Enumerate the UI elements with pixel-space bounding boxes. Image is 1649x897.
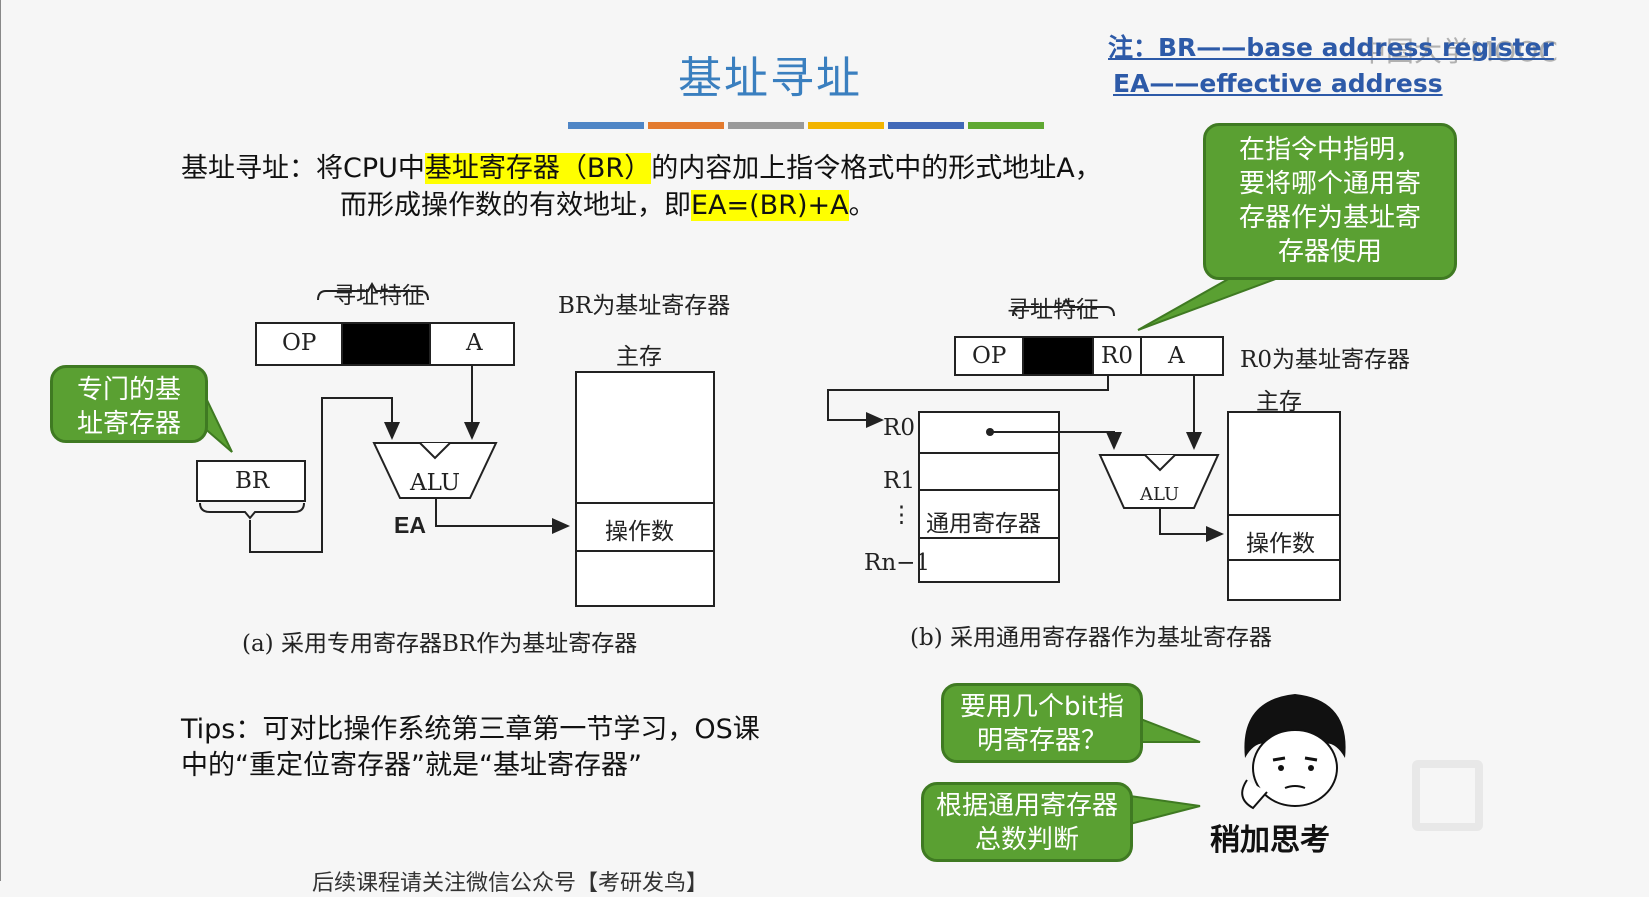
definition-highlight-br: 基址寄存器（BR） bbox=[424, 153, 652, 184]
register-dots: ⋮ bbox=[890, 502, 913, 528]
faint-watermark-square bbox=[1412, 760, 1483, 831]
definition-text: 的内容加上指令格式中的形式地址A， bbox=[651, 153, 1102, 184]
accent-bar bbox=[888, 122, 964, 129]
addr-feature-label-a: 寻址特征 bbox=[333, 283, 425, 309]
r0-note-b: R0为基址寄存器 bbox=[1240, 347, 1410, 373]
op-field-b: OP bbox=[972, 343, 1007, 369]
r0-field-b: R0 bbox=[1101, 343, 1133, 369]
register-rn-1: Rn−1 bbox=[864, 550, 931, 576]
definition-text: 。 bbox=[848, 190, 876, 221]
accent-bar bbox=[808, 122, 884, 129]
note-br: 注：BR——base address register bbox=[1108, 33, 1554, 62]
main-memory-label-b: 主存 bbox=[1256, 389, 1302, 415]
page-title: 基址寻址 bbox=[678, 53, 862, 104]
a-field-a: A bbox=[466, 330, 483, 356]
tips-text: Tips：可对比操作系统第三章第一节学习，OS课中的“重定位寄存器”就是“基址寄… bbox=[181, 714, 760, 781]
addr-feature-label-b: 寻址特征 bbox=[1007, 297, 1099, 323]
bubble-by-register-count: 根据通用寄存器总数判断 bbox=[921, 782, 1133, 862]
accent-bar bbox=[568, 122, 644, 129]
definition-highlight-formula: EA=(BR)+A bbox=[691, 190, 849, 221]
definition-line-1: 基址寻址：将CPU中基址寄存器（BR）的内容加上指令格式中的形式地址A， bbox=[181, 146, 1102, 185]
abbreviation-note: 注：BR——base address register EA——effectiv… bbox=[1108, 30, 1554, 102]
accent-bar bbox=[968, 122, 1044, 129]
bubble-how-many-bits: 要用几个bit指明寄存器？ bbox=[941, 683, 1143, 763]
main-memory-label-a: 主存 bbox=[616, 344, 662, 370]
mooc-watermark: 中国大学MOOC bbox=[1358, 35, 1558, 68]
register-r0: R0 bbox=[883, 415, 915, 441]
operand-cell-a: 操作数 bbox=[605, 519, 674, 545]
note-ea: EA——effective address bbox=[1113, 69, 1443, 98]
a-field-b: A bbox=[1168, 343, 1185, 369]
accent-bar bbox=[728, 122, 804, 129]
caption-a: (a) 采用专用寄存器BR作为基址寄存器 bbox=[242, 631, 638, 657]
br-register: BR bbox=[235, 468, 270, 494]
footer-cutoff-text: 后续课程请关注微信公众号【考研发鸟】 bbox=[312, 871, 709, 896]
bubble-specify-register: 在指令中指明，要将哪个通用寄存器作为基址寄存器使用 bbox=[1203, 123, 1457, 280]
thinking-face-avatar bbox=[1241, 694, 1346, 810]
definition-text: 基址寻址：将CPU中 bbox=[181, 153, 425, 184]
alu-label-b: ALU bbox=[1140, 484, 1180, 505]
definition-text: 而形成操作数的有效地址，即 bbox=[340, 190, 691, 221]
operand-cell-b: 操作数 bbox=[1246, 531, 1315, 557]
ea-label: EA bbox=[394, 512, 426, 538]
definition-line-2: 而形成操作数的有效地址，即EA=(BR)+A。 bbox=[340, 183, 876, 222]
caption-b: (b) 采用通用寄存器作为基址寄存器 bbox=[910, 625, 1272, 651]
avatar-caption: 稍加思考 bbox=[1210, 823, 1330, 858]
accent-bar bbox=[648, 122, 724, 129]
register-r1: R1 bbox=[883, 468, 915, 494]
op-field-a: OP bbox=[282, 330, 317, 356]
left-edge-line bbox=[0, 0, 1, 881]
general-registers-label: 通用寄存器 bbox=[926, 511, 1041, 537]
bubble-dedicated-register: 专门的基址寄存器 bbox=[50, 365, 208, 443]
br-note-a: BR为基址寄存器 bbox=[558, 293, 731, 319]
alu-label-a: ALU bbox=[410, 470, 461, 496]
